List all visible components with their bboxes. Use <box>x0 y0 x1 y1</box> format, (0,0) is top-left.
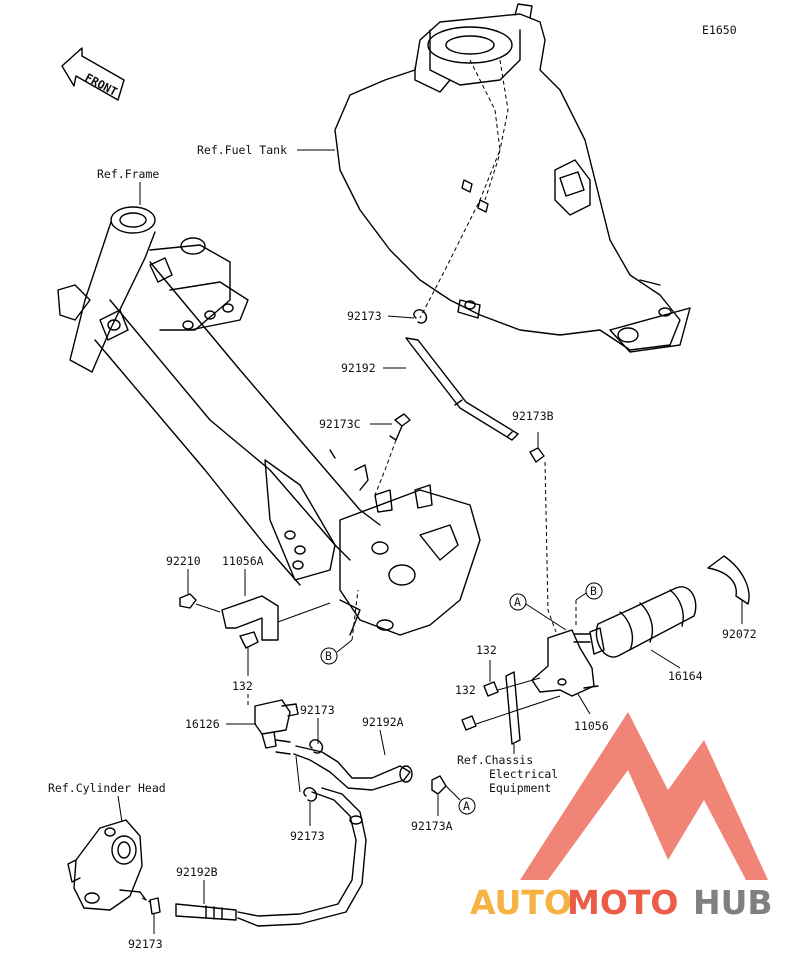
callout-92173-bottom: 92173 <box>128 937 163 951</box>
nut-92210 <box>179 593 221 613</box>
callout-92173C: 92173C <box>319 417 361 431</box>
callout-92210: 92210 <box>166 554 201 568</box>
callout-16126: 16126 <box>185 717 220 731</box>
ref-chassis-line1: Ref.Chassis <box>457 753 533 767</box>
bracket-11056A <box>221 595 331 641</box>
chassis-equipment <box>505 671 521 754</box>
callout-92072: 92072 <box>722 627 757 641</box>
callout-16164: 16164 <box>668 669 703 683</box>
diagram-code: E1650 <box>702 23 737 37</box>
ref-chassis-line2: Electrical <box>489 767 558 781</box>
hose-92192B <box>175 903 259 927</box>
callout-92173-mid: 92173 <box>300 703 335 717</box>
callout-92173-low: 92173 <box>290 829 325 843</box>
callout-11056A: 11056A <box>222 554 264 568</box>
callout-92173A: 92173A <box>411 819 453 833</box>
svg-text:A: A <box>514 595 521 609</box>
cylinder-head <box>67 819 147 911</box>
bolt-132-left <box>239 631 259 676</box>
hose-92192 <box>405 337 519 441</box>
ref-frame-label: Ref.Frame <box>97 167 159 181</box>
hose-92192A <box>293 745 413 791</box>
clamp-92173B <box>529 432 545 463</box>
dashed-line-to-A <box>544 461 557 633</box>
callout-132-right-1: 132 <box>476 643 497 657</box>
ref-fuel-tank-label: Ref.Fuel Tank <box>197 143 287 157</box>
fuel-tank <box>334 3 691 353</box>
bolts-132-right <box>461 660 561 731</box>
clamp-92173-bottom <box>141 897 161 934</box>
callout-92192A: 92192A <box>362 715 404 729</box>
watermark-hub: HUB <box>693 883 773 922</box>
watermark-logo-icon <box>520 712 768 880</box>
clamp-92173C <box>374 413 411 496</box>
marker-A-upper: A <box>509 593 567 631</box>
watermark-auto: AUTO <box>470 883 572 922</box>
ref-cylinder-head-label: Ref.Cylinder Head <box>48 781 166 795</box>
hose-lower <box>257 787 367 927</box>
automotohub-watermark: AUTO MOTO HUB <box>470 712 773 922</box>
callout-92173B: 92173B <box>512 409 554 423</box>
band-92072 <box>707 555 750 624</box>
marker-B-lower: B <box>320 589 359 665</box>
callout-92173-top: 92173 <box>347 309 382 323</box>
svg-text:A: A <box>463 799 470 813</box>
svg-text:B: B <box>590 584 597 598</box>
callout-132-right-2: 132 <box>455 683 476 697</box>
callout-11056: 11056 <box>574 719 609 733</box>
frame: Ref.Frame <box>57 167 481 636</box>
bracket-11056 <box>531 629 599 715</box>
svg-text:B: B <box>325 649 332 663</box>
callout-92192B: 92192B <box>176 865 218 879</box>
watermark-moto: MOTO <box>567 883 678 922</box>
clamp-92173-mid <box>309 739 324 754</box>
callout-132-left: 132 <box>232 679 253 693</box>
ref-chassis-line3: Equipment <box>489 781 551 795</box>
clamp-92173A <box>431 775 447 816</box>
callout-92192: 92192 <box>341 361 376 375</box>
front-arrow-icon: FRONT <box>61 47 125 101</box>
marker-A-lower: A <box>458 797 476 815</box>
marker-B-upper: B <box>575 582 603 628</box>
clamp-92173-top <box>413 309 428 324</box>
valve-16126 <box>254 699 299 755</box>
clamp-92173-low <box>295 755 318 826</box>
canister-16164 <box>573 586 697 658</box>
